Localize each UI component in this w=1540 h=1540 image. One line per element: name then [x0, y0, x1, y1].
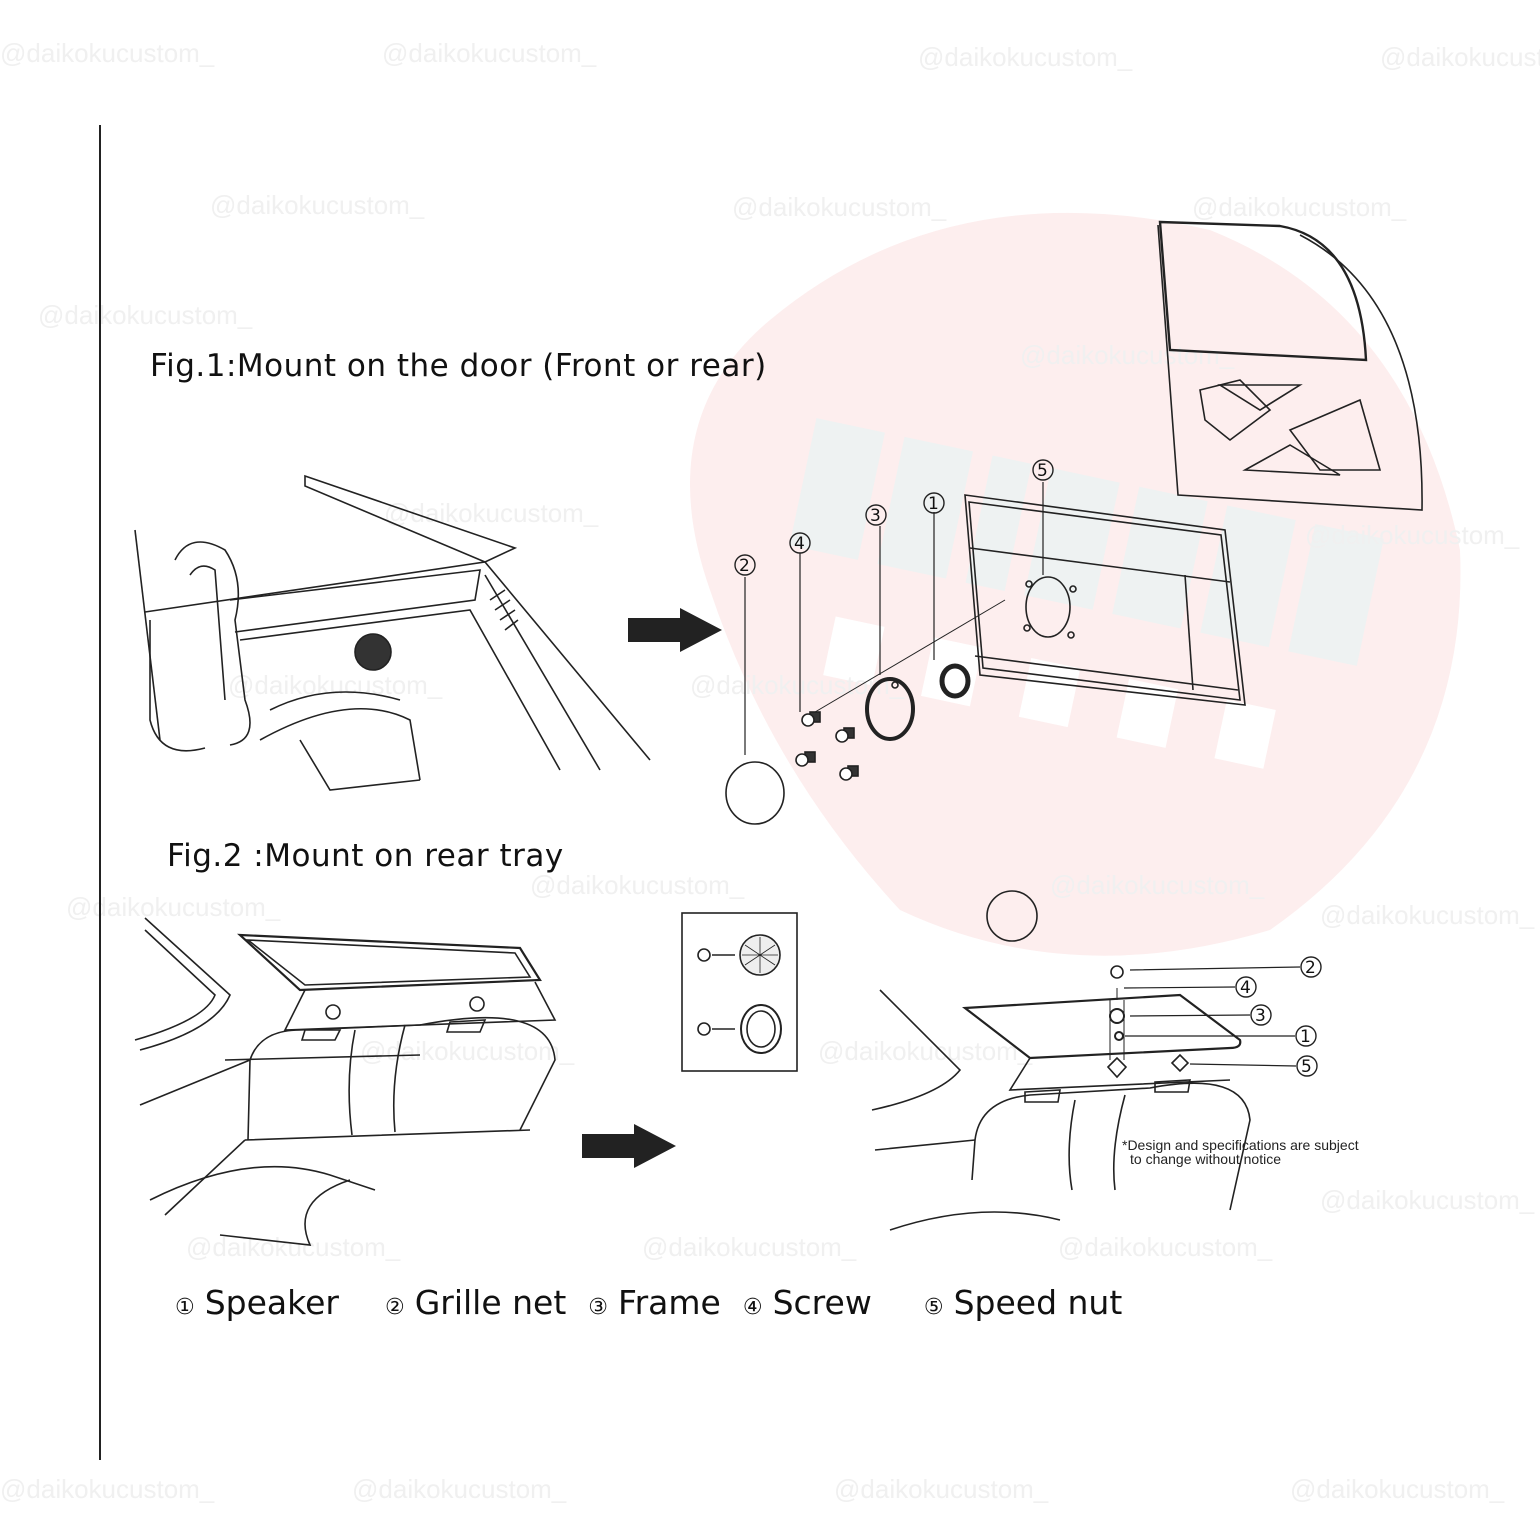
- note-line-1: *Design and specifications are subject: [1122, 1137, 1359, 1153]
- watermark-text: @daikokucustom_: [918, 42, 1133, 72]
- svg-text:3: 3: [1255, 1006, 1266, 1026]
- legend-item-screw: ④ Screw: [743, 1283, 872, 1322]
- legend-num: ②: [384, 1295, 405, 1320]
- arrow-icon: [582, 1124, 676, 1168]
- watermark-text: @daikokucustom_: [1290, 1474, 1505, 1504]
- watermark-text: @daikokucustom_: [834, 1474, 1049, 1504]
- disclaimer-note: *Design and specifications are subject t…: [1122, 1138, 1359, 1166]
- legend-label: Grille net: [414, 1283, 567, 1322]
- legend-num: ①: [175, 1295, 195, 1320]
- svg-text:4: 4: [1240, 978, 1251, 998]
- watermark-text: @daikokucustom_: [818, 1036, 1033, 1066]
- watermark-text: @daikokucustom_: [732, 192, 947, 222]
- watermark-text: @daikokucustom_: [1305, 520, 1520, 550]
- legend-label: Frame: [618, 1283, 721, 1322]
- watermark-text: @daikokucustom_: [1050, 870, 1265, 900]
- svg-text:3: 3: [870, 506, 881, 526]
- svg-text:2: 2: [739, 556, 750, 576]
- legend-num: ④: [742, 1295, 763, 1320]
- watermark-text: @daikokucustom_: [38, 300, 253, 330]
- watermark-text: @daikokucustom_: [66, 892, 281, 922]
- note-line-2: to change without notice: [1130, 1151, 1281, 1167]
- watermark-text: @daikokucustom_: [1320, 900, 1535, 930]
- exploded-door-panel: [809, 494, 1246, 716]
- legend-label: Speed nut: [953, 1283, 1123, 1322]
- legend-item-speaker: ① Speaker: [175, 1283, 339, 1322]
- legend-num: ③: [588, 1295, 609, 1320]
- legend-label: Screw: [772, 1283, 872, 1322]
- legend-item-speed-nut: ⑤ Speed nut: [924, 1283, 1122, 1322]
- watermark-text: @daikokucustom_: [1380, 42, 1540, 72]
- exploded-parts: [725, 482, 1044, 825]
- watermark-text: @daikokucustom_: [1058, 1232, 1273, 1262]
- brand-logo-watermark: [690, 212, 1461, 956]
- svg-text:1: 1: [1300, 1027, 1311, 1047]
- legend-num: ⑤: [923, 1295, 944, 1320]
- watermark-text: @daikokucustom_: [186, 1232, 401, 1262]
- watermark-text: @daikokucustom_: [382, 38, 597, 68]
- fig1-title: Fig.1:Mount on the door (Front or rear): [150, 348, 767, 384]
- svg-text:5: 5: [1301, 1057, 1312, 1077]
- svg-text:5: 5: [1037, 461, 1048, 481]
- parts-legend: ① Speaker ② Grille net ③ Frame ④ Screw ⑤ Spee…: [175, 1283, 1144, 1322]
- legend-item-frame: ③ Frame: [588, 1283, 721, 1322]
- watermark-text: @daikokucustom_: [0, 1474, 215, 1504]
- legend-label: Speaker: [204, 1283, 339, 1322]
- watermark-text: @daikokucustom_: [352, 1474, 567, 1504]
- watermark-text: @daikokucustom_: [1192, 192, 1407, 222]
- svg-text:1: 1: [928, 494, 939, 514]
- fig2-title: Fig.2 :Mount on rear tray: [167, 838, 564, 874]
- legend-item-grille-net: ② Grille net: [385, 1283, 566, 1322]
- margin-rule: [99, 125, 101, 1460]
- watermark-text: @daikokucustom_: [1020, 340, 1235, 370]
- watermark-text: @daikokucustom_: [360, 1036, 575, 1066]
- watermark-text: @daikokucustom_: [642, 1232, 857, 1262]
- svg-text:4: 4: [794, 534, 805, 554]
- watermark-text: @daikokucustom_: [530, 870, 745, 900]
- watermark-text: @daikokucustom_: [384, 498, 599, 528]
- svg-text:2: 2: [1305, 958, 1316, 978]
- watermark-text: @daikokucustom_: [228, 670, 443, 700]
- arrow-icon: [628, 608, 722, 652]
- door-outline-illustration: [1157, 220, 1423, 511]
- watermark-text: @daikokucustom_: [0, 38, 215, 68]
- parts-inset-box: [681, 912, 798, 1072]
- door-interior-illustration: [134, 474, 651, 791]
- watermark-text: @daikokucustom_: [1320, 1185, 1535, 1215]
- watermark-text: @daikokucustom_: [210, 190, 425, 220]
- grille-net-illustration: [986, 890, 1038, 942]
- rear-tray-exploded: [871, 965, 1301, 1231]
- rear-tray-illustration: [134, 917, 557, 1246]
